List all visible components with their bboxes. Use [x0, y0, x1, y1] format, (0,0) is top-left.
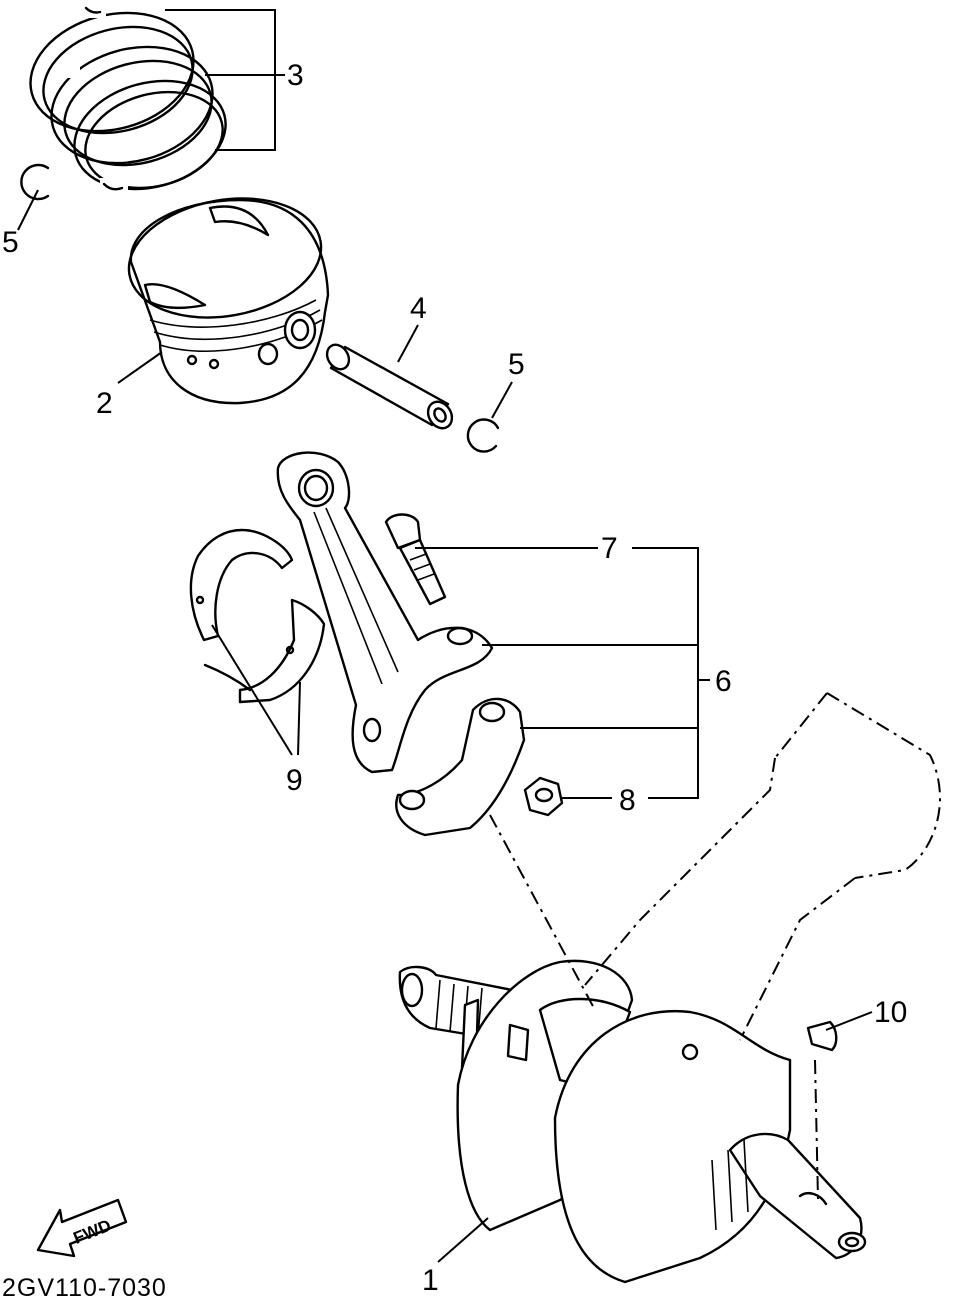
callout-piston: 2 [96, 387, 113, 420]
piston [127, 197, 330, 405]
callout-key: 10 [874, 996, 907, 1029]
callout-circlip-right: 5 [508, 348, 525, 381]
connecting-rod-bolt [384, 513, 447, 606]
circlip-left [20, 163, 50, 201]
callout-piston-ring-set: 3 [287, 59, 304, 92]
connecting-rod [276, 451, 494, 774]
leader-lines [17, 9, 873, 1263]
piston-pin [325, 343, 454, 430]
callout-circlip-left: 5 [2, 226, 19, 259]
diagram-code: 2GV110-7030 [2, 1274, 167, 1301]
assembly-phantom-outline [489, 692, 941, 1201]
callout-bolt: 7 [601, 532, 618, 565]
connecting-rod-cap [395, 697, 526, 837]
big-end-bearings [189, 528, 326, 704]
callout-nut: 8 [619, 784, 636, 817]
piston-ring-set [29, 2, 227, 194]
forward-direction-arrow: FWD [36, 1198, 128, 1258]
connecting-rod-nut [523, 776, 564, 817]
woodruff-key [806, 1020, 838, 1052]
callout-bearings: 9 [286, 764, 303, 797]
circlip-right [466, 418, 500, 453]
callout-connecting-rod-set: 6 [715, 665, 732, 698]
callout-piston-pin: 4 [410, 292, 427, 325]
callout-crankshaft: 1 [422, 1264, 439, 1297]
crankshaft [398, 959, 867, 1284]
